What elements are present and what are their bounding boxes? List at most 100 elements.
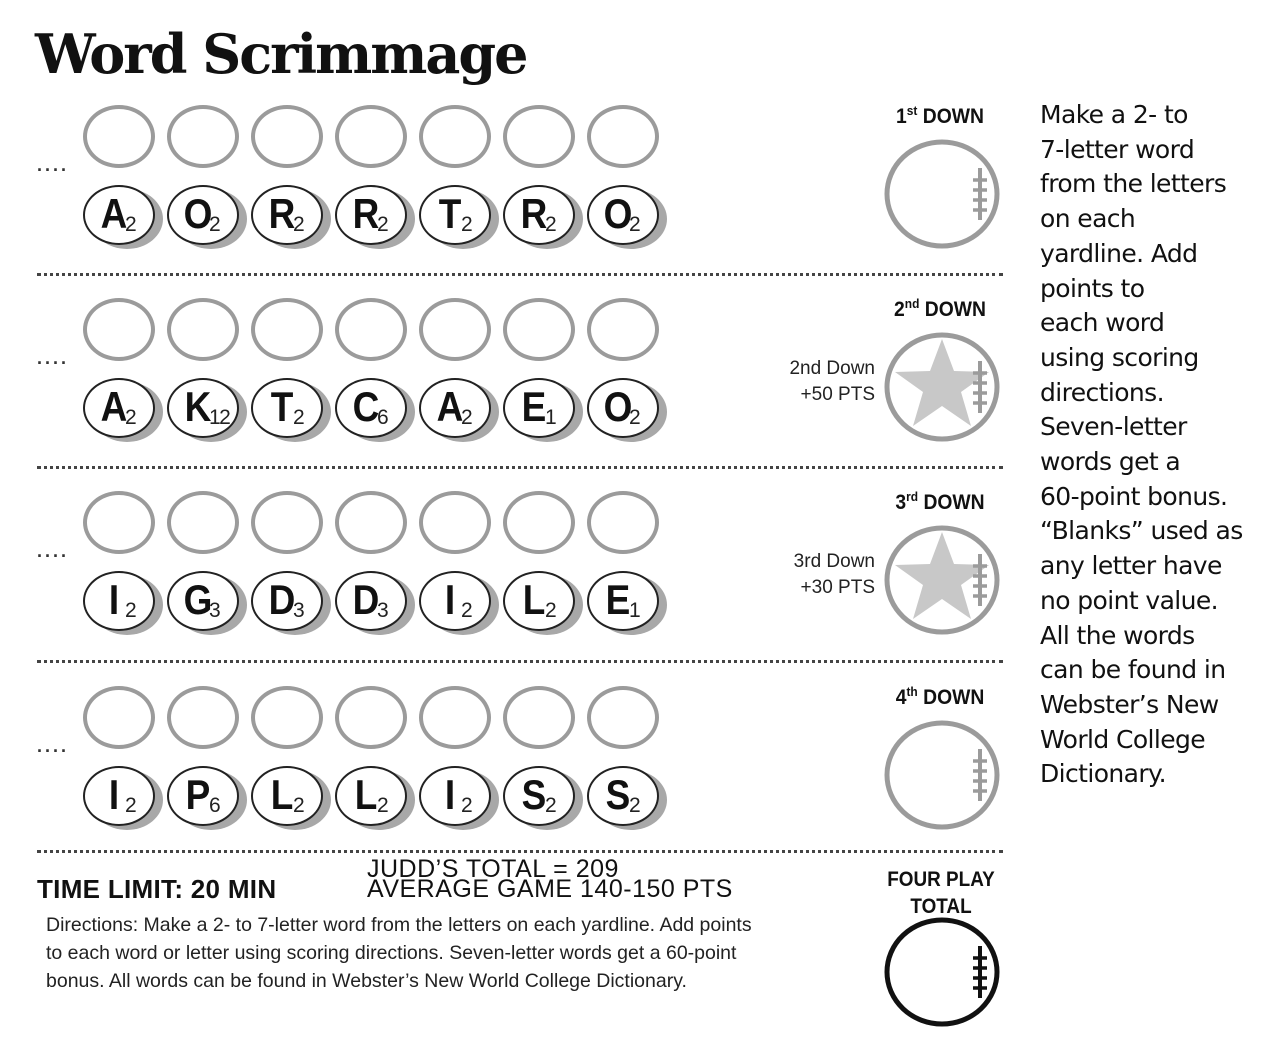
tile-letter: O (603, 383, 633, 430)
answer-slot[interactable] (83, 491, 155, 554)
tile-letter: I (444, 771, 456, 818)
answer-slot[interactable] (587, 105, 659, 168)
down-suffix: nd (904, 296, 920, 311)
tile-points: 2 (209, 213, 221, 236)
down-word: DOWN (923, 491, 985, 514)
answer-slot[interactable] (167, 491, 239, 554)
answer-slot[interactable] (503, 105, 575, 168)
tile-points: 1 (545, 406, 557, 429)
answer-slot[interactable] (335, 298, 407, 361)
tile-face (419, 378, 491, 438)
yardline-divider (37, 850, 1003, 853)
down-football-icon[interactable] (883, 138, 1001, 250)
answer-slot[interactable] (587, 686, 659, 749)
instructions-line: each word (1040, 308, 1165, 338)
answer-slot[interactable] (251, 491, 323, 554)
answer-slot[interactable] (419, 491, 491, 554)
answer-slot[interactable] (503, 491, 575, 554)
tile-letter: T (270, 383, 294, 430)
answer-slot[interactable] (335, 686, 407, 749)
answer-slot[interactable] (335, 491, 407, 554)
tile-letter: I (108, 771, 120, 818)
answer-slot[interactable] (503, 686, 575, 749)
answer-slot[interactable] (167, 686, 239, 749)
tile-letter: K (184, 383, 212, 430)
yardline-marker: .... (37, 541, 70, 561)
answer-slot[interactable] (83, 105, 155, 168)
time-limit: TIME LIMIT: 20 MIN (37, 874, 277, 904)
tile-letter: R (268, 190, 296, 237)
tile-face (167, 378, 239, 438)
tile-points: 2 (125, 406, 137, 429)
tile-letter: I (444, 576, 456, 623)
answer-slot[interactable] (83, 298, 155, 361)
down-football-icon[interactable] (883, 524, 1001, 636)
tile-face (167, 571, 239, 631)
answer-slot[interactable] (419, 686, 491, 749)
answer-slot[interactable] (503, 298, 575, 361)
yardline-divider (37, 660, 1003, 663)
tile-face (83, 378, 155, 438)
down-football-icon[interactable] (883, 331, 1001, 443)
directions-line: to each word or letter using scoring dir… (46, 942, 737, 964)
answer-slot[interactable] (251, 105, 323, 168)
answer-slot[interactable] (251, 298, 323, 361)
instructions-line: World College (1040, 724, 1206, 754)
answer-slot[interactable] (419, 105, 491, 168)
down-ordinal: 3 (895, 491, 907, 514)
average-game: AVERAGE GAME 140-150 PTS (367, 875, 733, 903)
tile-letter: R (520, 190, 548, 237)
tile-points: 3 (209, 599, 221, 622)
answer-slot[interactable] (83, 686, 155, 749)
down-suffix: rd (906, 489, 919, 504)
yardline-divider (37, 273, 1003, 276)
down-word: DOWN (923, 686, 985, 709)
answer-slot[interactable] (167, 298, 239, 361)
answer-slot[interactable] (251, 686, 323, 749)
instructions-line: Webster’s New (1040, 689, 1219, 719)
answer-slot[interactable] (335, 105, 407, 168)
tile-face (503, 185, 575, 245)
down-bonus: 3rd Down+30 PTS (755, 549, 875, 601)
answer-slot[interactable] (419, 298, 491, 361)
answer-slot[interactable] (587, 491, 659, 554)
tile-letter: E (605, 576, 631, 623)
answer-slot[interactable] (167, 105, 239, 168)
instructions-line: from the letters (1040, 169, 1227, 199)
tile-points: 1 (629, 599, 641, 622)
tile-points: 2 (293, 213, 305, 236)
tile-points: 2 (461, 213, 473, 236)
four-play-total-football-icon[interactable] (883, 916, 1001, 1028)
answer-slot[interactable] (587, 298, 659, 361)
down-football-icon[interactable] (883, 719, 1001, 831)
